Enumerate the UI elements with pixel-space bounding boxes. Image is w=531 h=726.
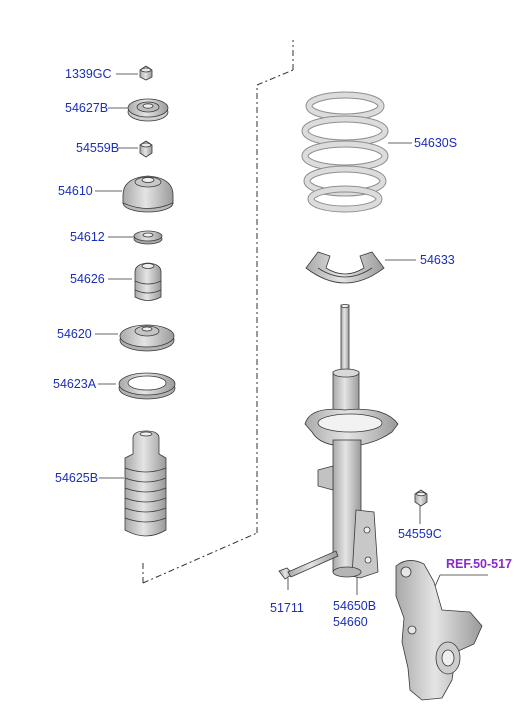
part-label-54627b[interactable]: 54627B bbox=[65, 101, 109, 115]
part-label-54626[interactable]: 54626 bbox=[70, 272, 105, 286]
part-label-54650b[interactable]: 54650B bbox=[333, 599, 377, 613]
part-label-54630s[interactable]: 54630S bbox=[414, 136, 458, 150]
dust-cap-part bbox=[127, 98, 169, 122]
part-label-54620[interactable]: 54620 bbox=[57, 327, 92, 341]
part-label-54625b[interactable]: 54625B bbox=[55, 471, 99, 485]
coil-spring-part bbox=[301, 91, 389, 213]
part-label-54633[interactable]: 54633 bbox=[420, 253, 455, 267]
assembly-dashed-outline bbox=[142, 40, 294, 584]
part-label-54559c[interactable]: 54559C bbox=[398, 527, 442, 541]
spring-pad-part bbox=[118, 372, 176, 400]
steering-knuckle-part bbox=[395, 560, 483, 701]
strut-mount-part bbox=[122, 175, 174, 213]
strut-assembly-part bbox=[304, 303, 399, 579]
part-label-1339gc[interactable]: 1339GC bbox=[65, 67, 112, 81]
part-label-51711[interactable]: 51711 bbox=[270, 601, 304, 615]
spring-seat-upper-part bbox=[119, 324, 175, 352]
bump-stopper-part bbox=[134, 262, 162, 301]
part-label-54660[interactable]: 54660 bbox=[333, 615, 368, 629]
washer-part bbox=[133, 230, 163, 245]
part-label-54610[interactable]: 54610 bbox=[58, 184, 93, 198]
part-label-54559b[interactable]: 54559B bbox=[76, 141, 120, 155]
dust-boot-part bbox=[124, 430, 167, 537]
lower-spring-pad-part bbox=[305, 251, 385, 284]
part-label-54623a[interactable]: 54623A bbox=[53, 377, 97, 391]
reference-link-50-517[interactable]: REF.50-517 bbox=[446, 557, 513, 571]
bolt-part bbox=[278, 550, 339, 580]
nut-c-part bbox=[414, 489, 428, 507]
part-label-54612[interactable]: 54612 bbox=[70, 230, 105, 244]
nut-b-part bbox=[139, 140, 153, 158]
lock-nut-part bbox=[139, 65, 153, 81]
